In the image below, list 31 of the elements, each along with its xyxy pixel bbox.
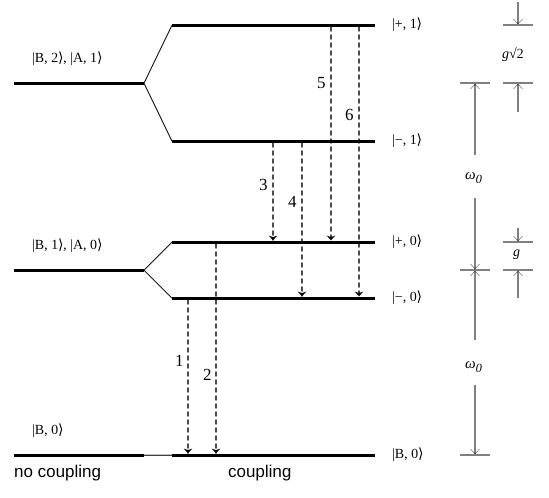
transition-number: 3 xyxy=(258,176,268,193)
transition-arrow xyxy=(268,142,278,240)
level-connector-line xyxy=(144,242,172,271)
state-label: |B, 1⟩, |A, 0⟩ xyxy=(32,238,102,254)
transition-number: 5 xyxy=(316,74,326,91)
level-connector-line xyxy=(144,270,172,299)
transition-number: 4 xyxy=(287,193,298,210)
state-label: |+, 1⟩ xyxy=(392,17,422,33)
state-label: |B, 0⟩ xyxy=(32,423,64,439)
level-connector-line xyxy=(144,82,172,142)
transition-number: 6 xyxy=(344,106,354,123)
level-connector-line xyxy=(144,24,172,84)
state-label: |B, 2⟩, |A, 1⟩ xyxy=(32,51,102,67)
state-label: |B, 0⟩ xyxy=(392,447,424,463)
dimension-label: g xyxy=(513,244,520,262)
state-label: |−, 1⟩ xyxy=(392,133,422,149)
caption-text: coupling xyxy=(228,463,292,481)
transition-arrow xyxy=(212,244,220,454)
state-label: |+, 0⟩ xyxy=(392,234,422,250)
transition-arrow xyxy=(326,26,336,240)
transition-number: 1 xyxy=(174,352,184,369)
transition-arrow xyxy=(184,300,192,454)
transition-arrow xyxy=(298,142,306,296)
caption-text: no coupling xyxy=(14,463,101,481)
transition-arrow xyxy=(354,26,364,296)
dimension-label: ω$_{0}$ xyxy=(465,166,482,188)
transition-number: 2 xyxy=(202,366,212,383)
level-connector-line xyxy=(144,454,172,456)
state-label: |−, 0⟩ xyxy=(392,290,422,306)
dimension-label: g√2 xyxy=(502,46,524,64)
dimension-label: ω$_{0}$ xyxy=(465,355,482,377)
